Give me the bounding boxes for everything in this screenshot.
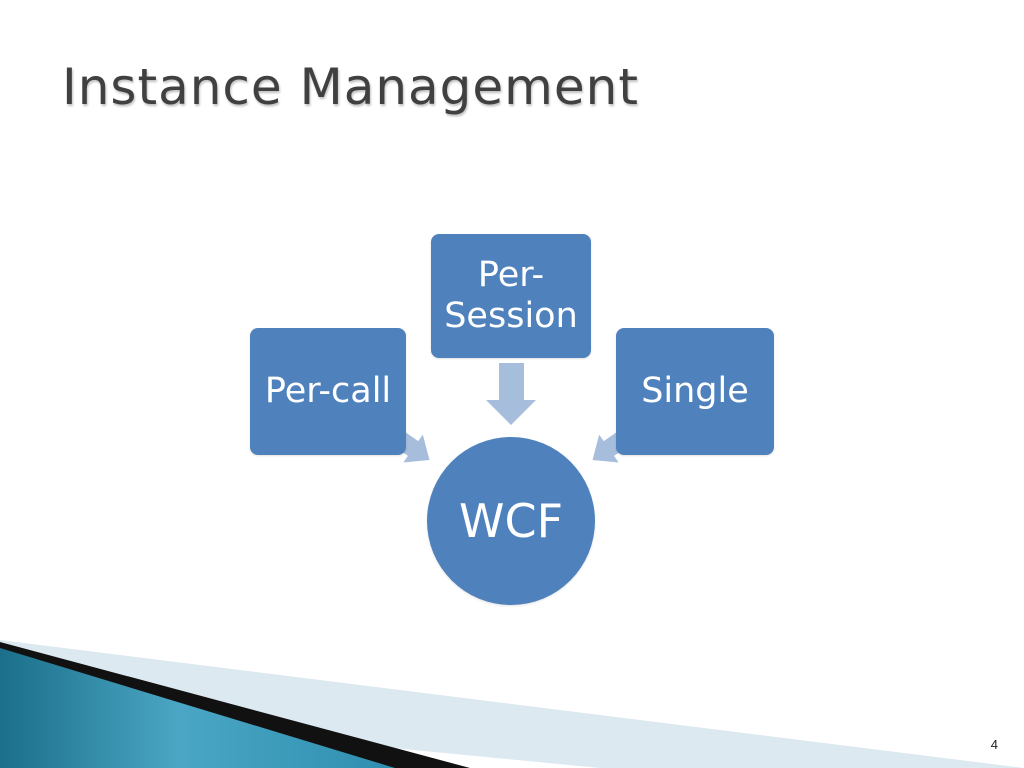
node-per-session-line2: Session — [444, 296, 578, 336]
slide-title: Instance Management — [62, 58, 639, 116]
node-single-label: Single — [641, 370, 749, 411]
node-per-call: Per-call — [250, 328, 406, 455]
decor-dark-stroke — [0, 642, 470, 768]
arrow-per-session-to-wcf — [486, 363, 536, 425]
slide-number: 4 — [990, 737, 998, 752]
node-per-session-line1: Per- — [477, 254, 545, 295]
center-node-label: WCF — [458, 494, 564, 548]
node-per-call-label: Per-call — [264, 370, 392, 411]
node-single: Single — [616, 328, 774, 455]
node-per-session: Per- Session — [431, 234, 591, 358]
decor-light-sweep — [0, 640, 1024, 768]
center-node-wcf: WCF — [427, 437, 595, 605]
bottom-decoration — [0, 640, 1024, 768]
decor-teal-band — [0, 648, 395, 768]
